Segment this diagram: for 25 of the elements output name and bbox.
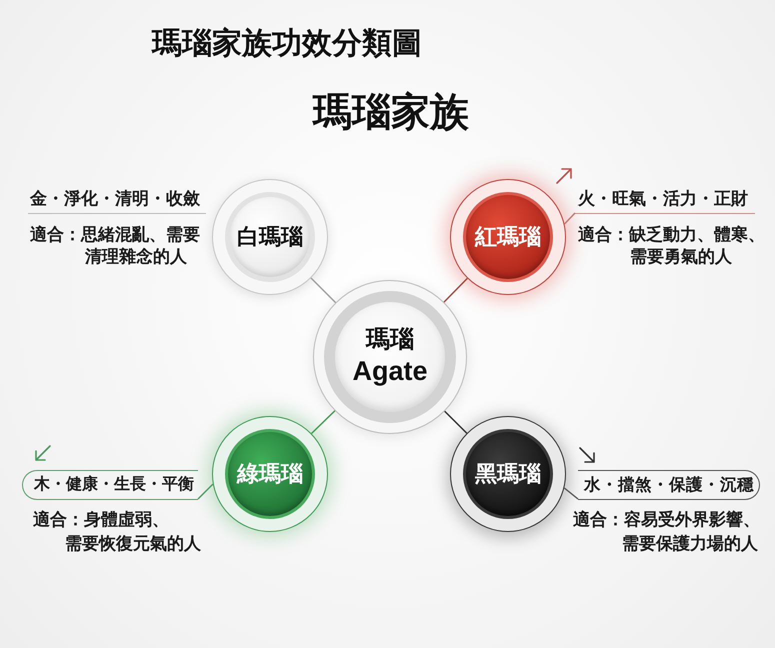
keyword-callout	[22, 470, 198, 500]
connector-line	[444, 278, 468, 303]
connector-line	[444, 410, 468, 434]
keyword-callout	[578, 470, 760, 500]
subtitle: 瑪瑙家族	[313, 90, 469, 136]
keyword-text: 木・健康・生長・平衡	[34, 474, 194, 495]
connector-line	[310, 278, 336, 304]
connector-line	[311, 410, 336, 434]
circle-label: 白瑪瑙	[237, 224, 303, 250]
circle-label: Agate	[352, 355, 428, 388]
connector-line	[198, 484, 214, 500]
suitability-text: 適合：思緒混亂、需要清理雜念的人	[30, 224, 200, 268]
title: 瑪瑙家族功效分類圖	[152, 26, 422, 62]
suitability-text: 適合：身體虛弱、需要恢復元氣的人	[33, 509, 201, 555]
circle-label: 紅瑪瑙	[475, 224, 541, 250]
connector-line	[564, 487, 578, 500]
circle-label: 綠瑪瑙	[237, 460, 303, 488]
keyword-text: 火・旺氣・活力・正財	[578, 188, 748, 210]
connector-line	[564, 212, 576, 224]
suitability-text: 適合：容易受外界影響、需要保護力場的人	[573, 509, 760, 555]
keyword-text: 金・淨化・清明・收斂	[30, 188, 200, 210]
circle-label: 瑪瑙	[366, 326, 414, 356]
keyword-text: 水・擋煞・保護・沉穩	[584, 474, 754, 496]
circle-label: 黑瑪瑙	[475, 460, 541, 488]
suitability-text: 適合：缺乏動力、體寒、需要勇氣的人	[578, 224, 765, 268]
